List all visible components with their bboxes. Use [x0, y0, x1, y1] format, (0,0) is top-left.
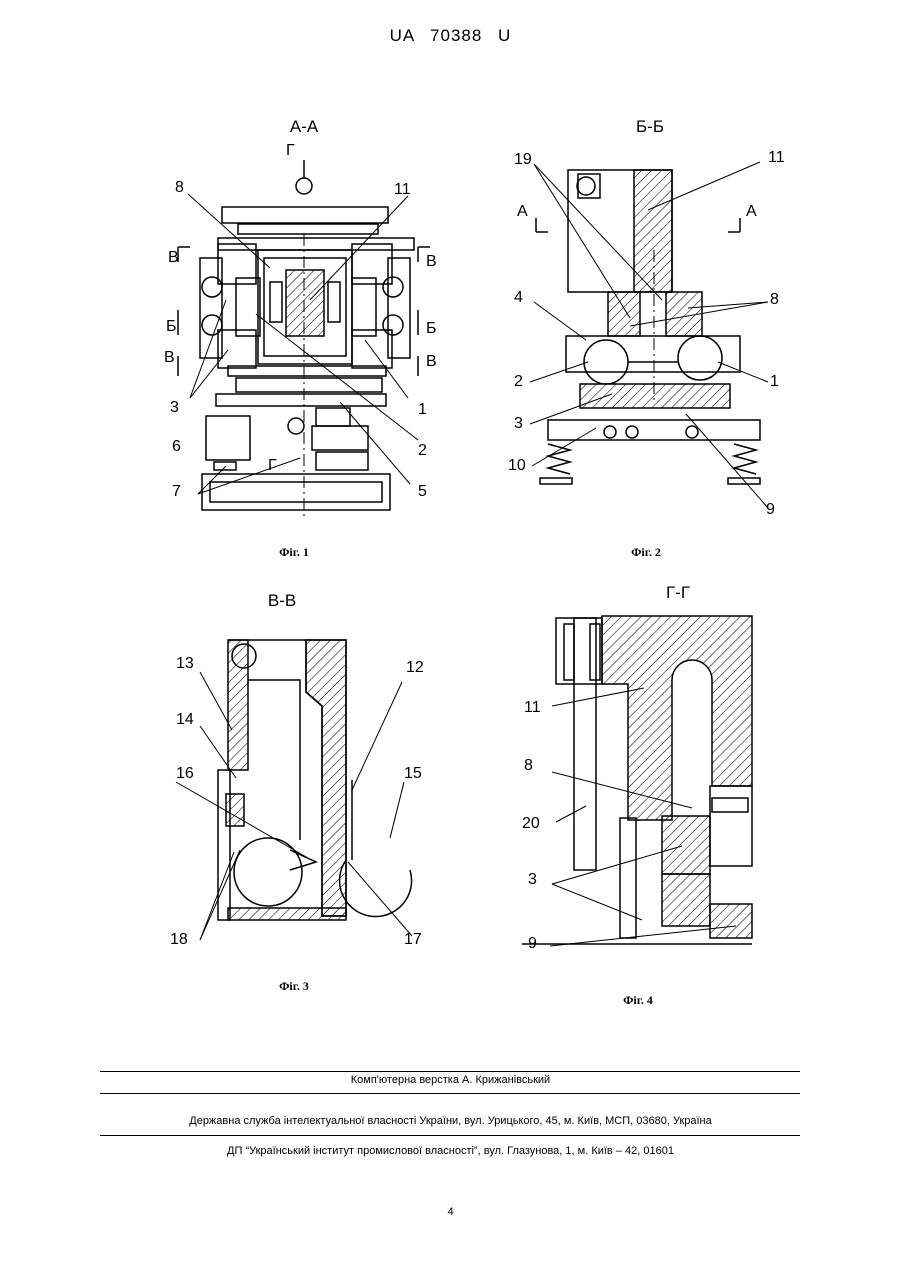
figure-3 — [176, 640, 412, 940]
fig4-label-20: 20 — [522, 815, 540, 832]
fig4-label-3: 3 — [528, 871, 537, 888]
fig1-mark-b-left: Б — [166, 318, 177, 335]
fig1-mark-v-bottom-left: В — [164, 349, 175, 366]
footer-agency: Державна служба інтелектуальної власност… — [0, 1115, 901, 1127]
page-number: 4 — [0, 1206, 901, 1218]
fig1-label-6: 6 — [172, 438, 181, 455]
fig3-label-12: 12 — [406, 659, 424, 676]
fig2-label-9: 9 — [766, 501, 775, 518]
figure-2 — [530, 162, 768, 508]
fig1-caption: Фіг. 1 — [279, 545, 309, 559]
fig2-label-4: 4 — [514, 289, 523, 306]
fig2-label-2: 2 — [514, 373, 523, 390]
footer-rule-1 — [100, 1071, 800, 1072]
fig1-label-2: 2 — [418, 442, 427, 459]
fig2-mark-a-left: А — [517, 203, 528, 220]
fig1-mark-b-right: Б — [426, 320, 437, 337]
fig2-label-19: 19 — [514, 151, 532, 168]
footer-typesetting: Комп'ютерна верстка А. Крижанівський — [0, 1074, 901, 1086]
fig2-mark-a-right: А — [746, 203, 757, 220]
fig2-section-title: Б-Б — [636, 117, 664, 136]
fig3-label-16: 16 — [176, 765, 194, 782]
fig4-caption: Фіг. 4 — [623, 993, 653, 1007]
fig1-mark-v-top-left: В — [168, 249, 179, 266]
footer-rule-3 — [100, 1135, 800, 1136]
figure-1-text: А-А Г Г В В Б Б В В 8 11 3 1 6 2 7 5 Фіг… — [164, 117, 437, 559]
figure-4 — [522, 616, 752, 946]
fig4-label-9: 9 — [528, 935, 537, 952]
patent-drawings: А-А Г Г В В Б Б В В 8 11 3 1 6 2 7 5 Фіг… — [0, 0, 901, 1060]
fig4-section-title: Г-Г — [666, 583, 690, 602]
fig3-caption: Фіг. 3 — [279, 979, 309, 993]
fig2-caption: Фіг. 2 — [631, 545, 661, 559]
fig1-mark-v-top-right: В — [426, 253, 437, 270]
fig1-label-11: 11 — [394, 181, 411, 198]
fig2-label-8: 8 — [770, 291, 779, 308]
fig3-section-title: В-В — [268, 591, 296, 610]
fig2-label-3: 3 — [514, 415, 523, 432]
fig2-label-1: 1 — [770, 373, 779, 390]
fig3-label-13: 13 — [176, 655, 194, 672]
footer-rule-2 — [100, 1093, 800, 1094]
fig2-label-11: 11 — [768, 149, 785, 166]
fig1-mark-g: Г — [286, 142, 295, 159]
fig4-label-8: 8 — [524, 757, 533, 774]
fig1-label-7: 7 — [172, 483, 181, 500]
figure-1 — [178, 160, 430, 520]
fig3-label-17: 17 — [404, 931, 422, 948]
fig1-mark-v-bottom-right: В — [426, 353, 437, 370]
fig3-label-14: 14 — [176, 711, 194, 728]
fig4-label-11: 11 — [524, 699, 541, 716]
fig3-label-18: 18 — [170, 931, 188, 948]
fig1-label-5: 5 — [418, 483, 427, 500]
figure-3-text: В-В 13 12 14 16 15 18 17 Фіг. 3 — [170, 591, 424, 993]
footer-institute: ДП “Український інститут промислової вла… — [0, 1145, 901, 1157]
fig2-label-10: 10 — [508, 457, 526, 474]
fig3-label-15: 15 — [404, 765, 422, 782]
fig1-label-8: 8 — [175, 179, 184, 196]
fig1-section-title: А-А — [290, 117, 319, 136]
fig1-mark-g-bottom: Г — [268, 457, 277, 474]
fig1-label-3: 3 — [170, 399, 179, 416]
fig1-label-1: 1 — [418, 401, 427, 418]
